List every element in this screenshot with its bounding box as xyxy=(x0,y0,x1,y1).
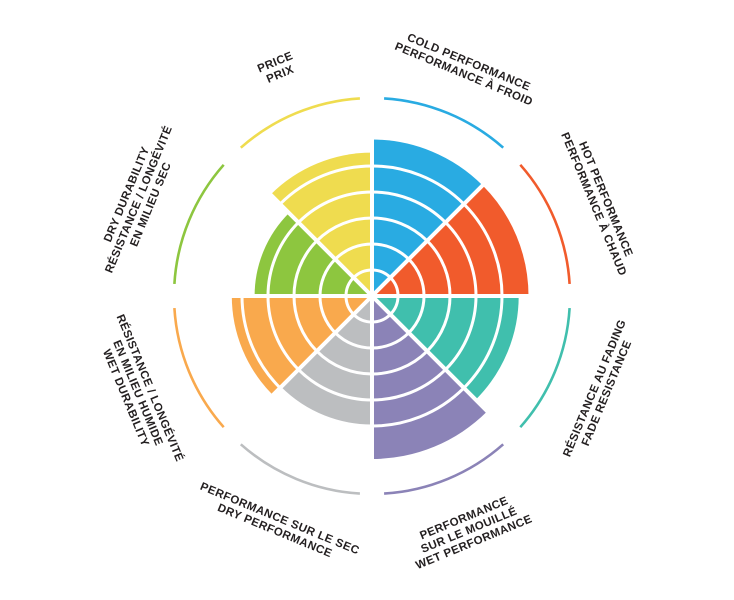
axis-label-wet-durability: RÉSISTANCE / LONGÉVITÉEN MILIEU HUMIDEWE… xyxy=(90,312,187,473)
axis-arc-dry-durability xyxy=(173,163,225,284)
sector-hot-performance xyxy=(372,185,529,296)
axis-label-wet-performance: PERFORMANCESUR LE MOUILLÉWET PERFORMANCE xyxy=(404,489,534,572)
sector-divider xyxy=(370,173,495,298)
sector-fade-resistance xyxy=(372,296,519,400)
sector-wet-performance xyxy=(372,296,488,460)
sector-cold-performance xyxy=(372,139,483,296)
axis-arc-fade-resistance xyxy=(519,308,571,429)
axis-label-cold-performance: COLD PERFORMANCEPERFORMANCE À FROID xyxy=(393,29,539,109)
axis-arc-wet-durability xyxy=(173,308,225,429)
axis-label-hot-performance: HOT PERFORMANCEPERFORMANCE À CHAUD xyxy=(558,126,640,278)
sector-price xyxy=(270,152,372,296)
axis-arc-hot-performance xyxy=(519,163,571,284)
axis-arc-price xyxy=(239,97,360,149)
sector-divider xyxy=(249,173,374,298)
axis-arc-wet-performance xyxy=(384,443,505,495)
axis-label-dry-performance: PERFORMANCE SUR LE SECDRY PERFORMANCE xyxy=(193,481,361,570)
axis-label-dry-durability: DRY DURABILITYRÉSISTANCE / LONGÉVITÉEN M… xyxy=(91,119,187,280)
sector-divider xyxy=(370,294,495,419)
axis-label-fade-resistance: RÉSISTANCE AU FADINGFADE RESISTANCE xyxy=(560,318,640,464)
axis-label-price: PRICEPRIX xyxy=(256,50,300,87)
axis-arc-dry-performance xyxy=(239,443,360,495)
sector-dry-durability xyxy=(254,213,372,296)
sector-dry-performance xyxy=(279,296,372,427)
axis-arc-cold-performance xyxy=(384,97,505,149)
sector-divider xyxy=(249,294,374,419)
